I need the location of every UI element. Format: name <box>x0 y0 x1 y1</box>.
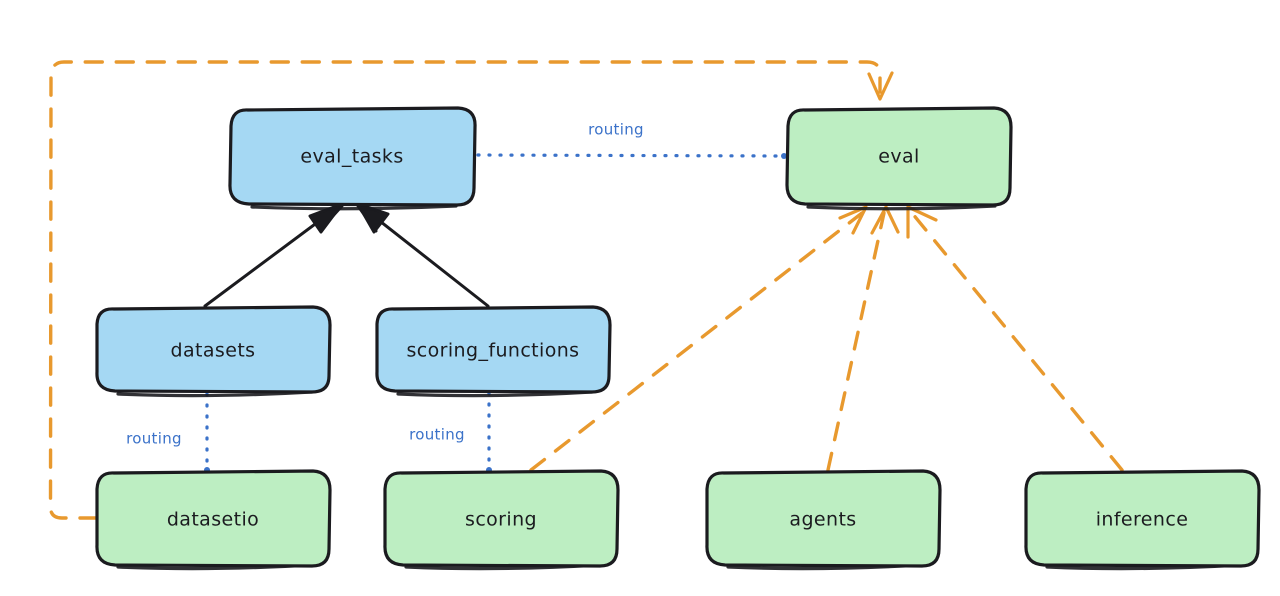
node-agents[interactable]: agents <box>705 469 942 571</box>
node-shadow <box>806 204 997 211</box>
node-body <box>705 469 942 568</box>
edge-endpoint-dot <box>781 153 787 159</box>
node-eval[interactable]: eval <box>785 106 1013 211</box>
edge-scoring_functions-eval_tasks <box>356 202 490 308</box>
node-label-datasetio: datasetio <box>167 509 259 531</box>
node-eval_tasks[interactable]: eval_tasks <box>228 106 477 211</box>
edge-datasets-datasetio <box>204 392 210 473</box>
edge-eval_tasks-eval <box>476 153 787 159</box>
edge-agents-eval <box>826 205 900 472</box>
arrowhead-agents-eval <box>870 205 900 235</box>
node-body <box>1024 469 1261 568</box>
node-body <box>383 469 620 568</box>
edge-label-routing-scoring: routing <box>409 426 465 444</box>
node-inference[interactable]: inference <box>1024 469 1261 571</box>
node-body <box>95 305 332 394</box>
arrowhead-scoring-eval <box>838 205 868 235</box>
node-datasetio[interactable]: datasetio <box>95 469 332 571</box>
node-label-inference: inference <box>1096 509 1189 531</box>
node-label-agents: agents <box>789 509 856 531</box>
node-body <box>785 106 1013 207</box>
node-scoring[interactable]: scoring <box>383 469 620 571</box>
edge-scoring-eval <box>529 205 868 472</box>
node-scoring_functions[interactable]: scoring_functions <box>375 305 612 398</box>
arrowhead-datasetio-eval <box>867 71 894 101</box>
edge-datasets-eval_tasks <box>203 202 344 308</box>
edge-inference-eval <box>906 205 1124 472</box>
edge-label-routing-datasetio: routing <box>126 430 182 448</box>
node-label-eval: eval <box>878 146 919 168</box>
node-label-eval_tasks: eval_tasks <box>300 146 403 168</box>
node-label-datasets: datasets <box>171 340 256 362</box>
edge-label-routing-eval: routing <box>588 121 644 139</box>
node-body <box>228 106 477 207</box>
node-label-scoring_functions: scoring_functions <box>407 340 580 362</box>
edge-datasetio-eval <box>48 60 894 520</box>
node-shadow <box>250 204 458 211</box>
edge-scoring_functions-scoring <box>486 391 492 473</box>
node-body <box>95 469 332 568</box>
node-label-scoring: scoring <box>465 509 537 531</box>
node-body <box>375 305 612 394</box>
arrowhead-inference-eval <box>906 205 938 239</box>
node-datasets[interactable]: datasets <box>95 305 332 398</box>
